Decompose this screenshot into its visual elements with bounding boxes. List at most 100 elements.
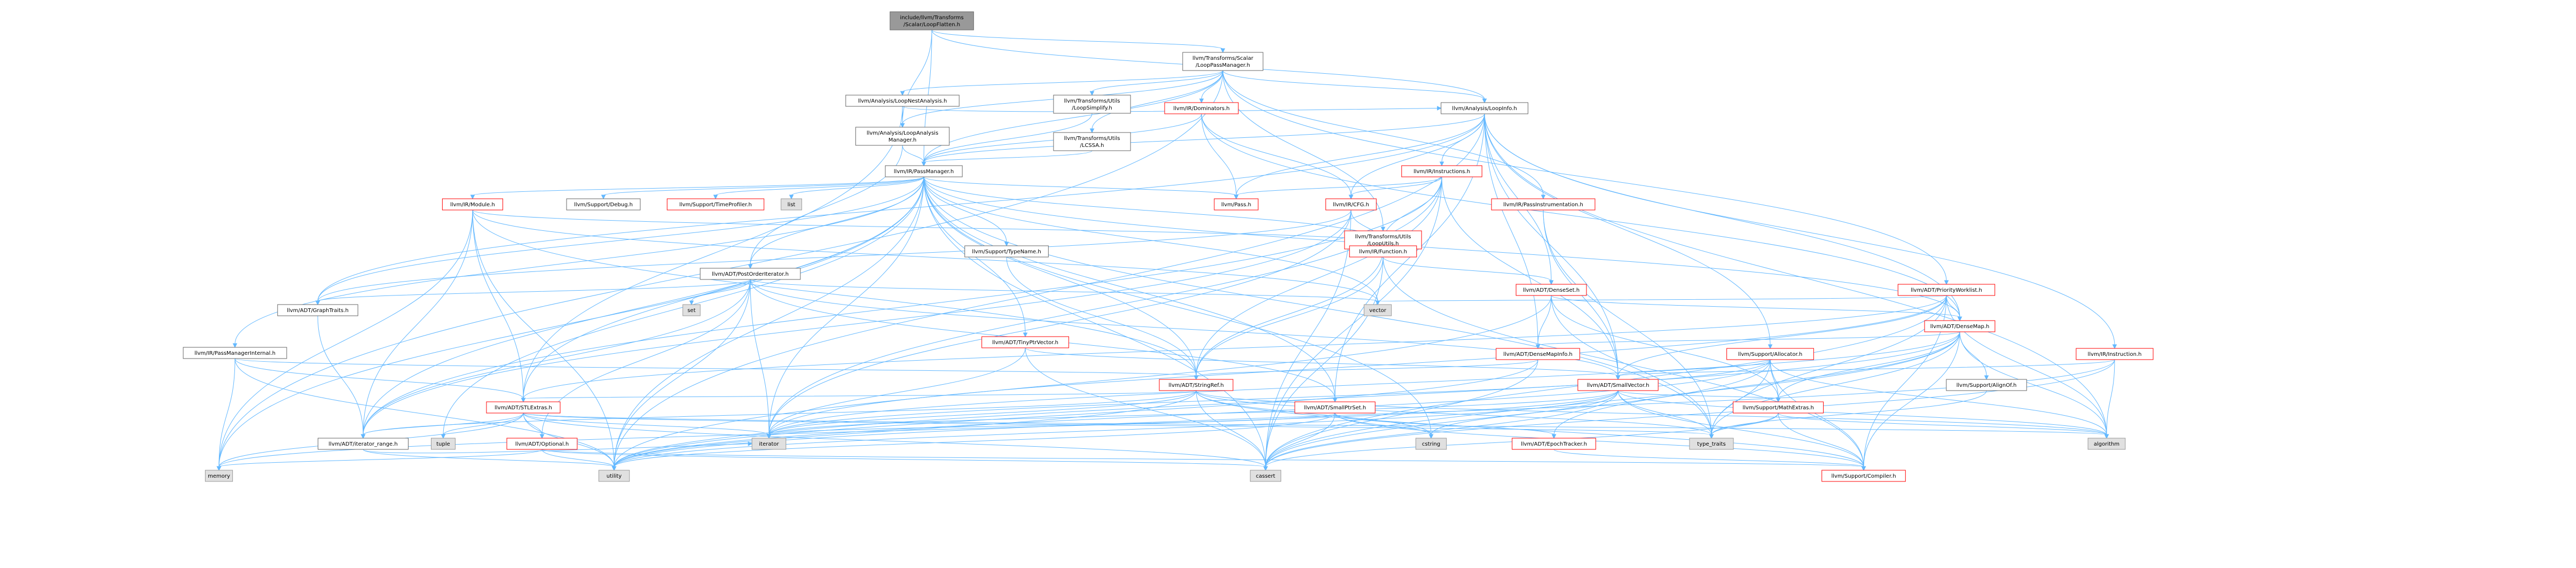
node-box <box>855 127 950 146</box>
node-inst[interactable]: llvm/IR/Instruction.h <box>2076 348 2154 360</box>
edge-line <box>768 390 1197 435</box>
node-alloc[interactable]: llvm/Support/Allocator.h <box>1726 348 1814 360</box>
node-box <box>1214 198 1259 211</box>
edge-line <box>1770 359 2107 435</box>
edge-lpm-to-pi <box>1222 70 1546 200</box>
edge-li-to-smallptrset <box>1332 113 1485 403</box>
node-label: llvm/ADT/PostOrderIterator.h <box>712 271 789 277</box>
node-box <box>277 304 358 316</box>
node-label: llvm/Transforms/Utils <box>1355 234 1411 240</box>
node-box <box>205 470 233 482</box>
node-compiler[interactable]: llvm/Support/Compiler.h <box>1821 470 1906 482</box>
node-lna[interactable]: llvm/Analysis/LoopNestAnalysis.h <box>845 95 960 107</box>
edge-line <box>1265 359 1538 468</box>
node-li[interactable]: llvm/Analysis/LoopInfo.h <box>1441 102 1528 114</box>
node-pm[interactable]: llvm/IR/PassManager.h <box>885 165 963 177</box>
node-epoch[interactable]: llvm/ADT/EpochTracker.h <box>1512 438 1596 450</box>
node-algorithm: algorithm <box>2087 438 2126 450</box>
node-cfg[interactable]: llvm/IR/CFG.h <box>1325 198 1377 211</box>
node-label: type_traits <box>1697 441 1725 447</box>
node-smallptrset[interactable]: llvm/ADT/SmallPtrSet.h <box>1294 401 1376 414</box>
node-debug[interactable]: llvm/Support/Debug.h <box>566 198 641 211</box>
edge-line <box>715 176 924 196</box>
node-root[interactable]: include/llvm/Transforms/Scalar/LoopFlatt… <box>890 11 974 30</box>
edge-instrs-to-cfg <box>1348 176 1442 200</box>
node-gt[interactable]: llvm/ADT/GraphTraits.h <box>277 304 358 316</box>
edge-line <box>614 279 751 468</box>
node-typetraits: type_traits <box>1689 438 1734 450</box>
edge-line <box>768 331 1960 435</box>
node-dmi[interactable]: llvm/ADT/DenseMapInfo.h <box>1496 348 1580 360</box>
node-dom[interactable]: llvm/IR/Dominators.h <box>1164 102 1239 114</box>
edge-alloc-to-utility <box>611 359 1771 471</box>
node-box <box>845 95 960 107</box>
node-func[interactable]: llvm/IR/Function.h <box>1349 245 1417 258</box>
edge-arrowhead <box>2104 434 2109 439</box>
node-stlextras[interactable]: llvm/ADT/STLExtras.h <box>486 401 561 414</box>
node-tpv[interactable]: llvm/ADT/TinyPtrVector.h <box>981 336 1069 348</box>
node-lsimp[interactable]: llvm/Transforms/Utils/LoopSimplify.h <box>1053 95 1131 114</box>
node-pwl[interactable]: llvm/ADT/PriorityWorklist.h <box>1897 284 1996 296</box>
edge-arrowhead <box>441 434 446 439</box>
edge-arrowhead <box>521 398 526 403</box>
edge-line <box>1196 390 2107 435</box>
edge-line <box>1617 390 1864 468</box>
edge-line <box>1431 390 1619 435</box>
edge-line <box>1201 113 1960 318</box>
node-itrange[interactable]: llvm/ADT/iterator_range.h <box>318 438 409 450</box>
node-lpm[interactable]: llvm/Transforms/Scalar/LoopPassManager.h <box>1182 52 1263 71</box>
edge-line <box>923 70 1223 163</box>
edge-li-to-utility <box>611 113 1485 471</box>
edge-root-to-lam <box>900 29 932 128</box>
edge-module-to-vector <box>472 209 1380 306</box>
edge-line <box>1946 295 1960 318</box>
edge-line <box>1334 413 1554 435</box>
edge-module-to-itrange <box>360 209 473 439</box>
node-densemap[interactable]: llvm/ADT/DenseMap.h <box>1924 320 1996 332</box>
node-pass[interactable]: llvm/Pass.h <box>1214 198 1259 211</box>
edge-stlextras-to-itrange <box>360 413 524 439</box>
edge-line <box>541 449 1864 468</box>
edge-line <box>218 176 924 468</box>
node-alignof[interactable]: llvm/Support/AlignOf.h <box>1946 379 2027 391</box>
node-instrs[interactable]: llvm/IR/Instructions.h <box>1401 165 1482 177</box>
node-box <box>890 11 974 30</box>
edge-line <box>472 209 615 468</box>
edge-module-to-func <box>472 209 1386 247</box>
node-box <box>318 438 409 450</box>
node-poi[interactable]: llvm/ADT/PostOrderIterator.h <box>700 268 801 280</box>
edge-line <box>614 295 1552 468</box>
node-stringref[interactable]: llvm/ADT/StringRef.h <box>1159 379 1234 391</box>
node-label: llvm/Analysis/LoopNestAnalysis.h <box>858 98 947 104</box>
node-box <box>1363 304 1392 316</box>
node-label: llvm/Analysis/LoopAnalysis <box>867 130 938 136</box>
node-box <box>1496 348 1580 360</box>
node-typename[interactable]: llvm/Support/TypeName.h <box>964 245 1049 258</box>
edge-line <box>1334 413 1864 468</box>
node-pmi[interactable]: llvm/IR/PassManagerInternal.h <box>183 347 287 359</box>
edge-li-to-pm <box>921 113 1485 167</box>
node-smallvec[interactable]: llvm/ADT/SmallVector.h <box>1577 379 1659 391</box>
node-mathextras[interactable]: llvm/Support/MathExtras.h <box>1733 401 1824 414</box>
edge-module-to-stlextras <box>472 209 526 403</box>
edge-line <box>1778 331 1960 399</box>
node-label: llvm/Support/MathExtras.h <box>1742 405 1814 411</box>
node-pi[interactable]: llvm/IR/PassInstrumentation.h <box>1491 198 1596 211</box>
node-label: /LCSSA.h <box>1080 143 1104 149</box>
node-box <box>1897 284 1996 296</box>
edge-arrowhead <box>900 123 905 128</box>
node-box <box>598 470 630 482</box>
edge-line <box>1617 359 1771 377</box>
node-optional[interactable]: llvm/ADT/Optional.h <box>506 438 578 450</box>
edge-arrowhead <box>539 434 545 439</box>
edge-func-to-denseset <box>1383 256 1554 285</box>
node-lcssa[interactable]: llvm/Transforms/Utils/LCSSA.h <box>1053 132 1131 151</box>
edge-smallvec-to-mathextras <box>1617 390 1781 403</box>
node-denseset[interactable]: llvm/ADT/DenseSet.h <box>1515 284 1587 296</box>
node-timeprof[interactable]: llvm/Support/TimeProfiler.h <box>666 198 765 211</box>
node-label: llvm/Support/Debug.h <box>574 202 633 208</box>
edge-line <box>750 176 924 266</box>
edge-stlextras-to-typetraits <box>523 413 1714 439</box>
node-module[interactable]: llvm/IR/Module.h <box>442 198 504 211</box>
